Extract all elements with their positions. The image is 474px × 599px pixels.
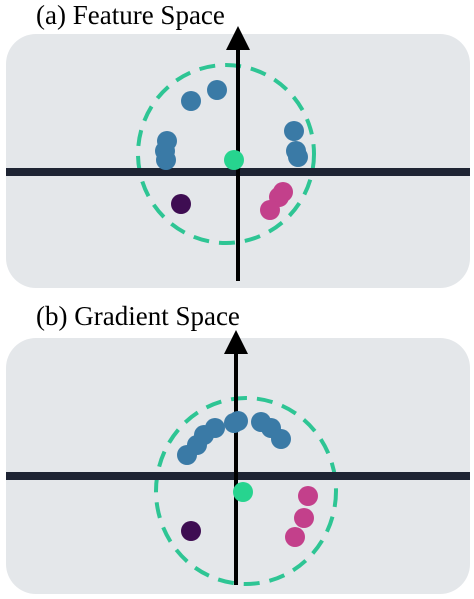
magenta-point (298, 486, 318, 506)
panel-a (6, 26, 470, 288)
magenta-point (294, 508, 314, 528)
magenta-point (260, 200, 280, 220)
blue-point (271, 429, 291, 449)
blue-point (288, 147, 308, 167)
panel-a-points (155, 80, 308, 220)
blue-point (156, 150, 176, 170)
blue-point (284, 121, 304, 141)
panel-b (6, 330, 470, 594)
center-point (233, 482, 253, 502)
panel-b-ellipse (154, 396, 338, 586)
magenta-point (285, 527, 305, 547)
blue-point (181, 91, 201, 111)
blue-point (228, 411, 248, 431)
panel-b-title: (b) Gradient Space (36, 301, 240, 331)
blue-point (205, 418, 225, 438)
purple-point (171, 194, 191, 214)
center-point (224, 150, 244, 170)
panel-b-points (177, 411, 318, 547)
panel-a-title: (a) Feature Space (36, 0, 225, 30)
panel-a-ellipse (136, 63, 316, 245)
blue-point (207, 80, 227, 100)
purple-point (181, 521, 201, 541)
